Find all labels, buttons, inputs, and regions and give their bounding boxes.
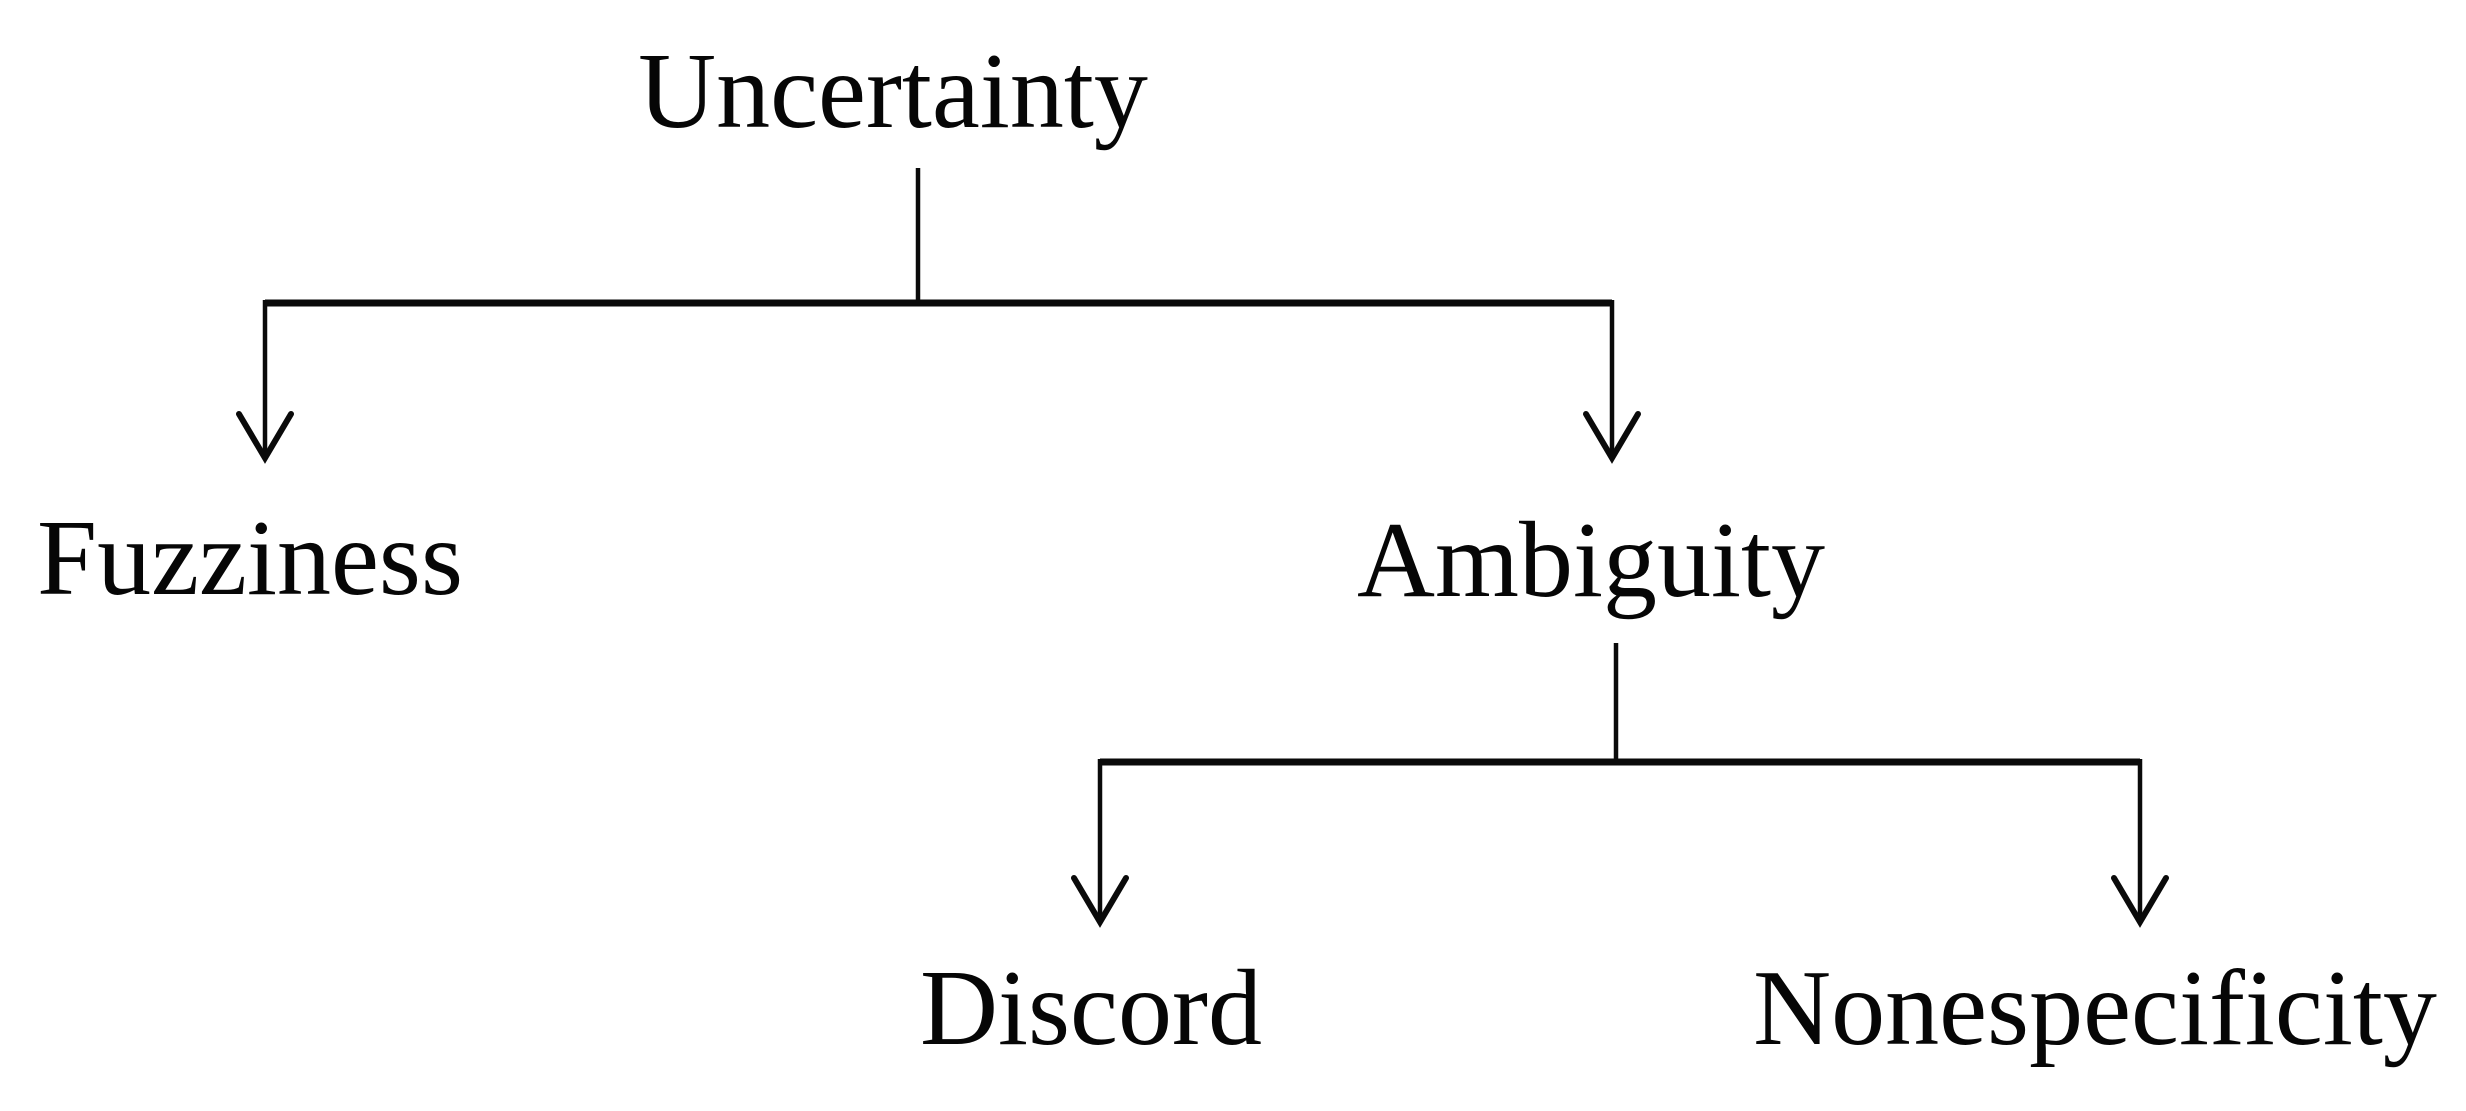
node-nonespecificity: Nonespecificity [1753,949,2437,1068]
ambiguity-arrowhead-icon [1583,411,1641,464]
node-fuzziness: Fuzziness [37,499,463,618]
node-uncertainty: Uncertainty [638,32,1148,151]
node-discord: Discord [920,949,1262,1068]
nonespecificity-arrowhead-icon [2111,875,2169,928]
fuzziness-arrowhead-icon [236,411,294,464]
discord-arrowhead-icon [1071,875,1129,928]
node-ambiguity: Ambiguity [1357,501,1825,620]
